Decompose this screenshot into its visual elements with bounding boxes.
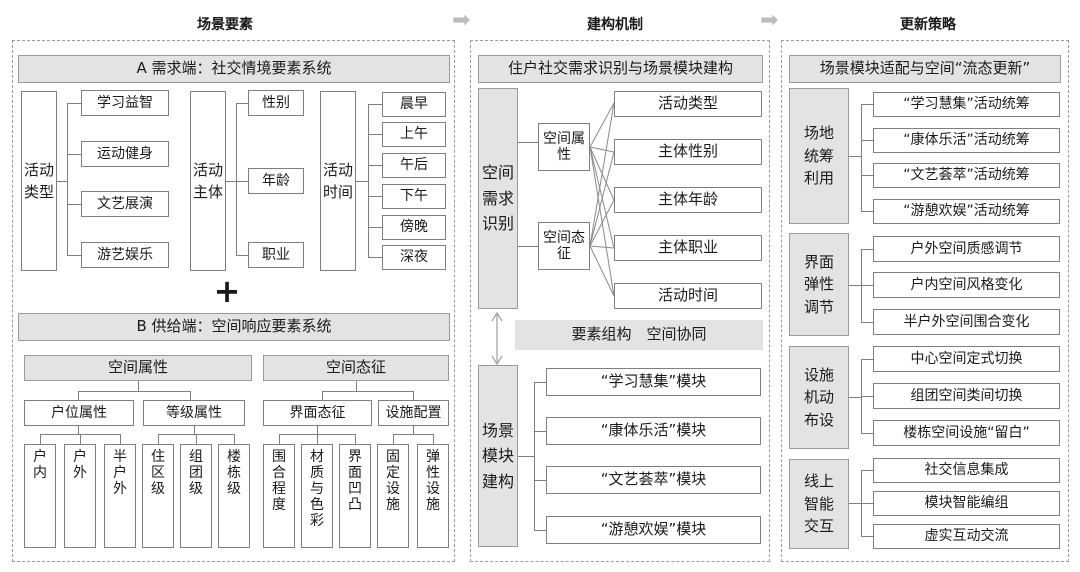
activity-time-item: 午后 xyxy=(382,153,446,178)
strategy-group-label: 线上智能交互 xyxy=(789,459,849,549)
scene-elements-section xyxy=(12,40,455,562)
space-attr-node: 空间属性 xyxy=(538,123,590,171)
target-activity-time: 活动时间 xyxy=(614,283,762,309)
activity-time-item: 深夜 xyxy=(382,245,446,270)
mechanism-section xyxy=(470,40,770,562)
household-item: 户外 xyxy=(64,444,96,548)
interface-box: 界面态征 xyxy=(263,400,372,426)
facility-item: 弹性设施 xyxy=(417,444,449,548)
target-subject-gender: 主体性别 xyxy=(614,139,762,165)
scene-module-build-box: 场景模块建构 xyxy=(478,365,518,547)
space-identify-box: 空间需求识别 xyxy=(478,88,518,309)
target-activity-type: 活动类型 xyxy=(614,91,762,117)
module-item: “文艺荟萃”模块 xyxy=(546,466,761,494)
activity-time-item: 傍晚 xyxy=(382,215,446,240)
activity-type-item: 游艺娱乐 xyxy=(81,242,169,268)
header-strategy: 更新策略 xyxy=(900,17,956,33)
grade-item: 组团级 xyxy=(180,444,212,548)
module-item: “学习慧集”模块 xyxy=(546,368,761,396)
header-scene-elements: 场景要素 xyxy=(197,17,253,33)
household-box: 户位属性 xyxy=(24,400,134,426)
activity-subject-item: 职业 xyxy=(248,242,304,268)
household-item: 户内 xyxy=(24,444,56,548)
strategy-item: 半户外空间围合变化 xyxy=(873,309,1060,335)
activity-type-item: 运动健身 xyxy=(81,141,169,167)
activity-time-item: 晨早 xyxy=(382,92,446,117)
strategy-item: “康体乐活”活动统筹 xyxy=(873,128,1060,153)
strategy-title: 场景模块适配与空间“流态更新” xyxy=(789,55,1061,83)
activity-type-box: 活动类型 xyxy=(21,91,57,271)
activity-type-item: 学习益智 xyxy=(81,90,169,116)
activity-subject-item: 年龄 xyxy=(248,168,304,194)
module-item: “康体乐活”模块 xyxy=(546,417,761,445)
strategy-item: “文艺荟萃”活动统筹 xyxy=(873,163,1060,188)
strategy-item: “学习慧集”活动统筹 xyxy=(873,92,1060,117)
arrow-right-icon: ➡ xyxy=(760,8,779,33)
strategy-group-label: 场地统筹利用 xyxy=(789,88,849,224)
demand-title: A 需求端：社交情境要素系统 xyxy=(18,55,450,83)
target-subject-occupation: 主体职业 xyxy=(614,235,762,261)
mechanism-title: 住户社交需求识别与场景模块建构 xyxy=(478,55,763,83)
activity-type-item: 文艺展演 xyxy=(81,191,169,217)
strategy-item: 户外空间质感调节 xyxy=(873,236,1060,262)
space-state-box: 空间态征 xyxy=(263,355,449,381)
interface-item: 围合程度 xyxy=(263,444,295,548)
target-subject-age: 主体年龄 xyxy=(614,187,762,213)
coop-label: 要素组构 空间协同 xyxy=(515,320,763,350)
strategy-item: 模块智能编组 xyxy=(873,491,1060,516)
strategy-item: 中心空间定式切换 xyxy=(873,346,1060,372)
activity-subject-item: 性别 xyxy=(248,90,304,116)
activity-subject-box: 活动主体 xyxy=(190,91,226,271)
interface-item: 界面凹凸 xyxy=(339,444,371,548)
grade-item: 住区级 xyxy=(142,444,174,548)
grade-item: 楼栋级 xyxy=(218,444,250,548)
strategy-item: 虚实互动交流 xyxy=(873,524,1060,549)
module-item: “游憩欢娱”模块 xyxy=(546,516,761,544)
strategy-section xyxy=(781,40,1069,562)
facility-box: 设施配置 xyxy=(378,400,449,426)
plus-icon: + xyxy=(213,272,241,310)
strategy-item: 社交信息集成 xyxy=(873,458,1060,483)
strategy-item: 户内空间风格变化 xyxy=(873,272,1060,298)
space-state-node: 空间态征 xyxy=(538,222,590,270)
header-mechanism: 建构机制 xyxy=(587,17,643,33)
activity-time-item: 下午 xyxy=(382,184,446,209)
supply-title: B 供给端：空间响应要素系统 xyxy=(18,313,450,341)
space-attr-box: 空间属性 xyxy=(24,355,252,381)
strategy-group-label: 界面弹性调节 xyxy=(789,233,849,336)
household-item: 半户外 xyxy=(104,444,136,548)
activity-time-item: 上午 xyxy=(382,122,446,147)
facility-item: 固定设施 xyxy=(377,444,409,548)
strategy-group-label: 设施机动布设 xyxy=(789,346,849,449)
grade-box: 等级属性 xyxy=(143,400,245,426)
strategy-item: 楼栋空间设施“留白” xyxy=(873,420,1060,446)
interface-item: 材质与色彩 xyxy=(301,444,333,548)
activity-time-box: 活动时间 xyxy=(320,91,356,271)
arrow-right-icon: ➡ xyxy=(452,8,471,33)
strategy-item: “游憩欢娱”活动统筹 xyxy=(873,199,1060,224)
strategy-item: 组团空间类间切换 xyxy=(873,383,1060,409)
